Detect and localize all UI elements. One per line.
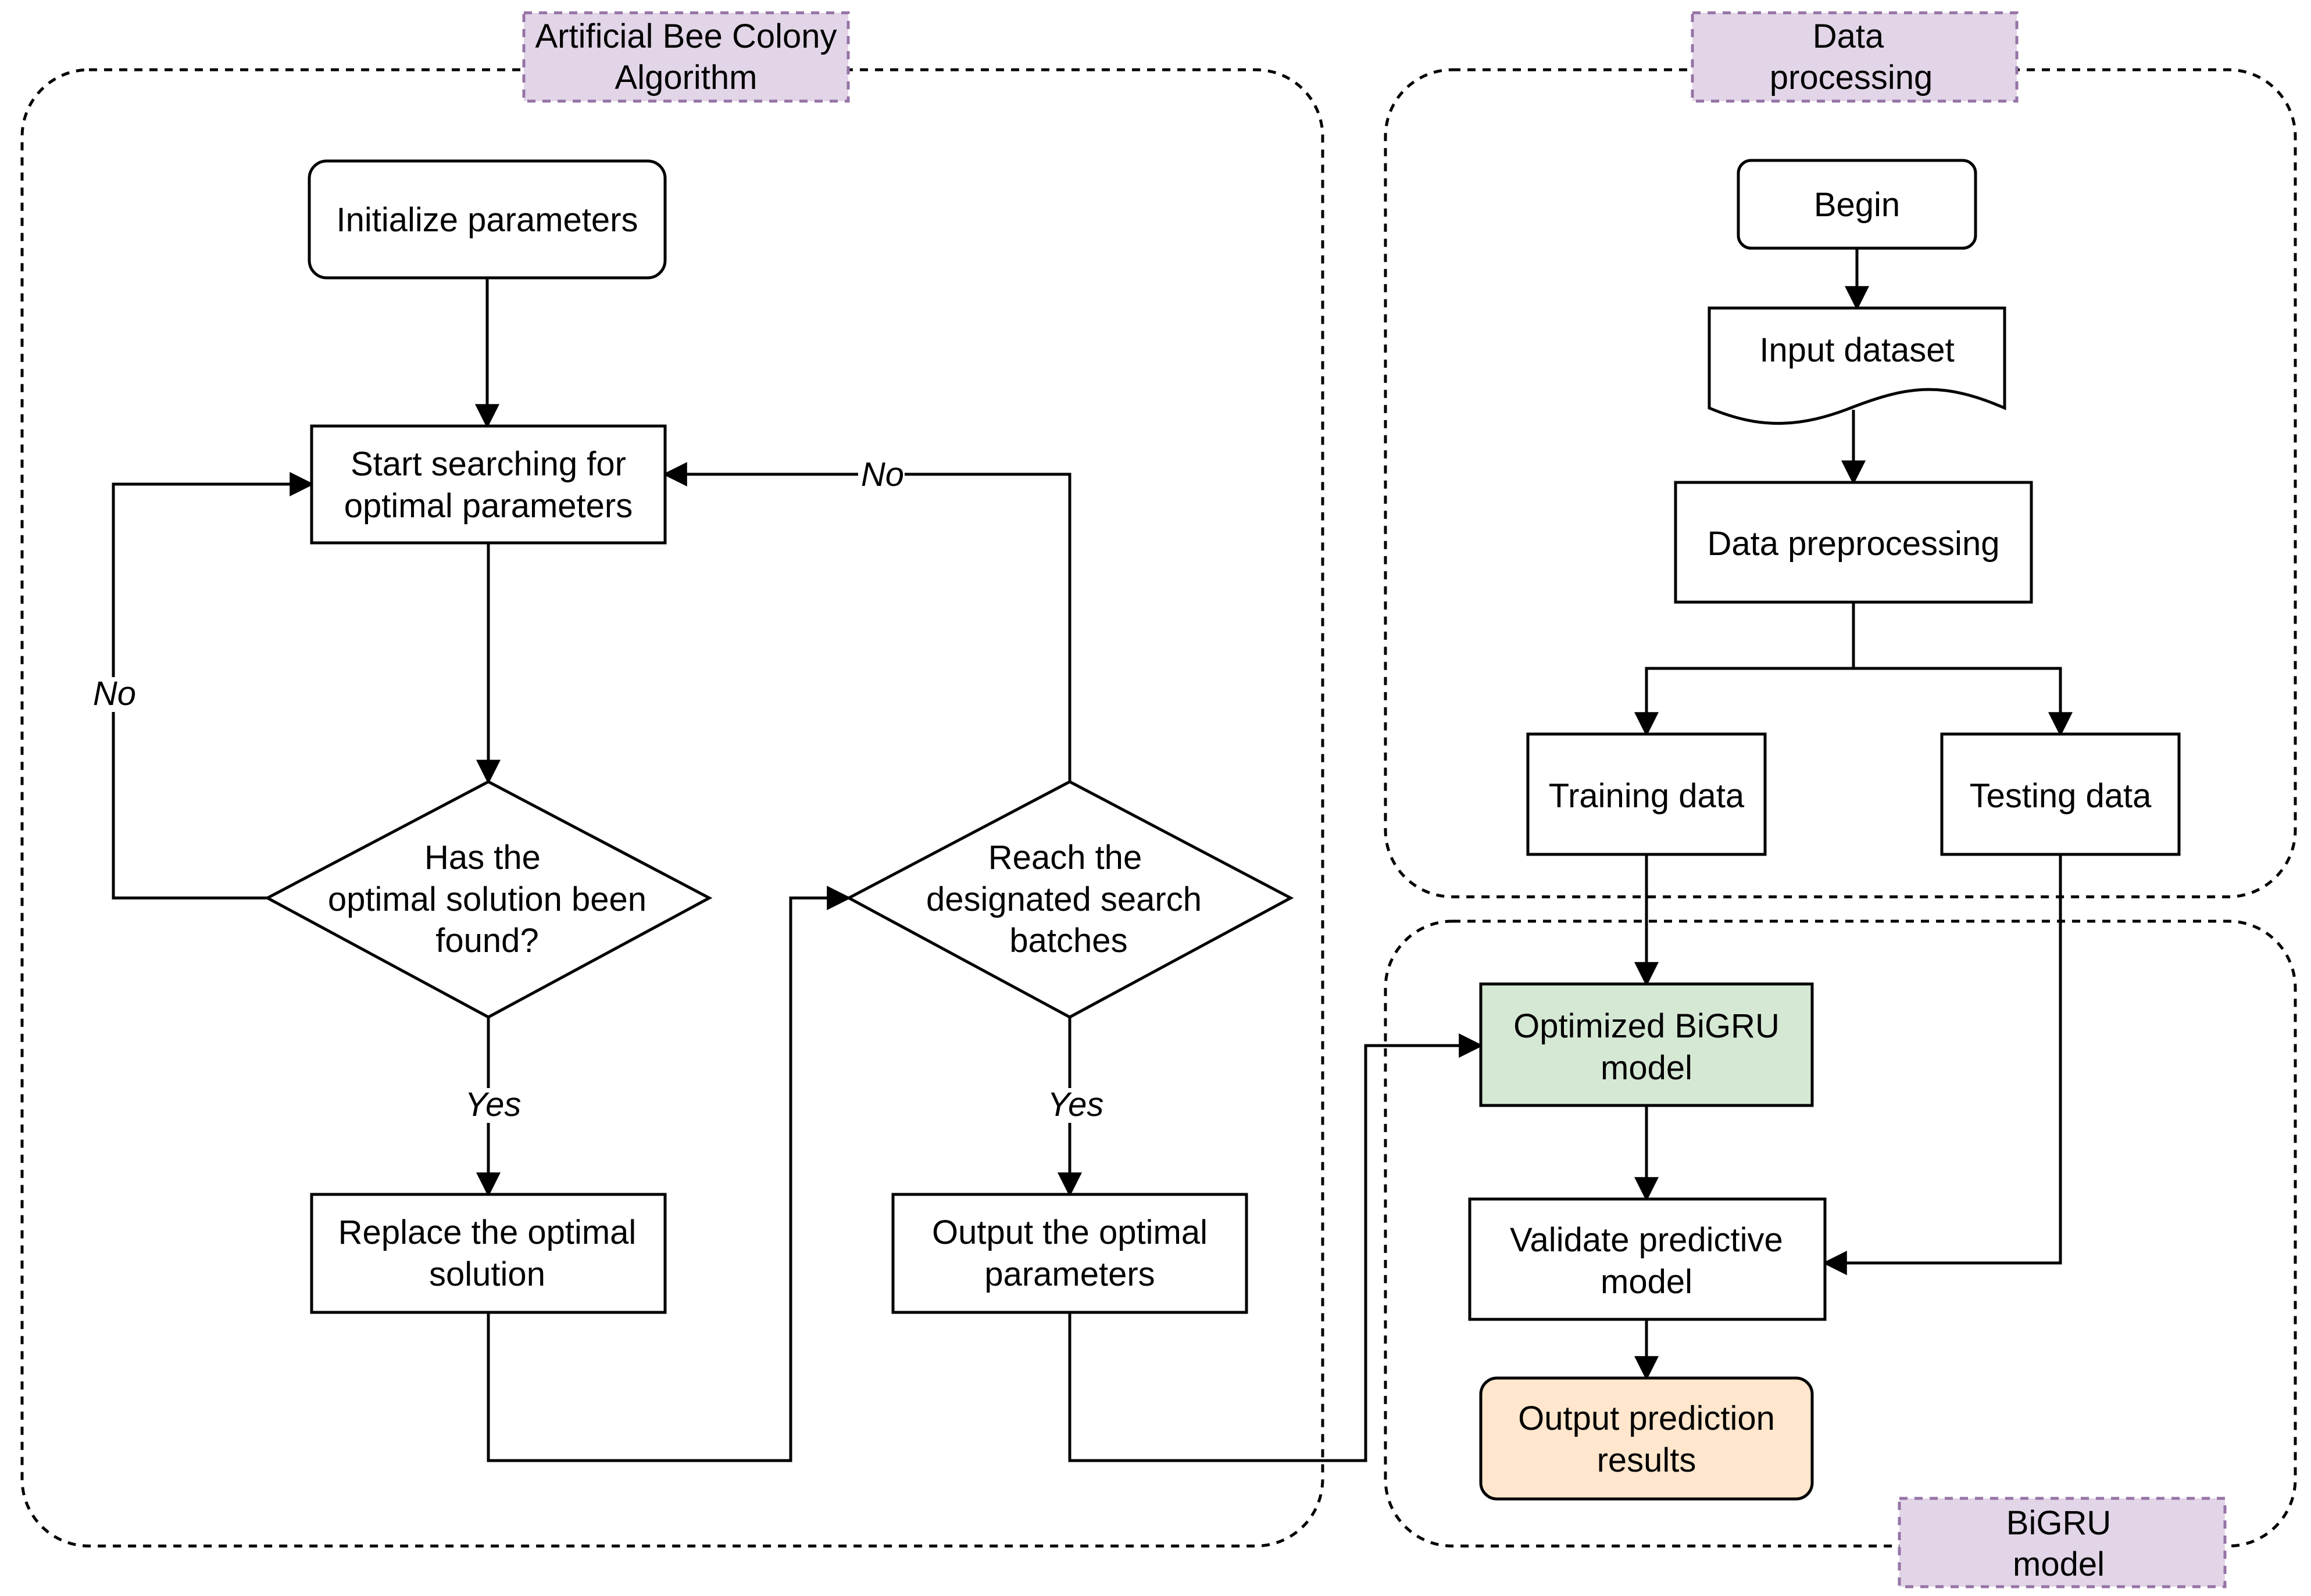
- edge-replace-to-reach-decision: [487, 886, 852, 1462]
- node-reach-decision: Reach the designated search batches: [845, 780, 1294, 1019]
- node-output-prediction: Output prediction results: [1479, 1376, 1814, 1501]
- abc-group-title: Artificial Bee Colony Algorithm: [522, 11, 850, 103]
- bigru-group-frame: [1384, 919, 2297, 1548]
- abc-group-title-line-1: Artificial Bee Colony: [535, 17, 837, 55]
- node-output-params-line-1: Output the optimal: [932, 1214, 1208, 1251]
- data-processing-group-title-line-1: Data: [1813, 17, 1884, 55]
- node-found-decision: Has the optimal solution been found?: [264, 780, 713, 1019]
- node-input-dataset-label: Input dataset: [1759, 331, 1954, 369]
- node-begin-label: Begin: [1814, 186, 1900, 224]
- node-optimized-line-2: model: [1601, 1049, 1692, 1087]
- edge-label-no-top: No: [861, 456, 904, 493]
- node-reach-decision-line-2: designated search: [926, 881, 1202, 918]
- node-replace-line-1: Replace the optimal: [338, 1214, 637, 1251]
- edge-label-no-left: No: [93, 675, 136, 713]
- node-data-preprocessing: Data preprocessing: [1674, 481, 2033, 604]
- yes-right-label-bg: [1044, 1088, 1102, 1123]
- data-processing-group-frame: [1384, 68, 2297, 899]
- edge-label-yes-left: Yes: [465, 1086, 522, 1123]
- node-optimized-bigru: Optimized BiGRU model: [1479, 982, 1814, 1107]
- node-validate-line-1: Validate predictive: [1510, 1221, 1783, 1259]
- data-processing-group-title: Data processing: [1691, 11, 2019, 103]
- data-processing-group-title-line-2: processing: [1770, 59, 1933, 96]
- node-begin: Begin: [1737, 159, 1977, 250]
- node-reach-decision-line-1: Reach the: [988, 839, 1142, 876]
- node-testing-label: Testing data: [1970, 777, 2152, 815]
- node-output-results-line-1: Output prediction: [1518, 1400, 1775, 1437]
- node-testing-data: Testing data: [1940, 732, 2181, 856]
- node-found-decision-line-1: Has the: [424, 839, 541, 876]
- no-top-label-bg: [858, 458, 905, 493]
- node-reach-decision-line-3: batches: [1009, 922, 1127, 960]
- edge-split-to-training: [1634, 667, 1853, 737]
- node-output-parameters: Output the optimal parameters: [891, 1193, 1248, 1314]
- edge-testing-to-validate: [1822, 854, 2062, 1275]
- node-initialize-parameters: Initialize parameters: [308, 159, 667, 280]
- abc-group-frame: [20, 68, 1324, 1548]
- node-preprocessing-label: Data preprocessing: [1708, 525, 2000, 563]
- node-output-params-line-2: parameters: [984, 1255, 1155, 1293]
- edge-output-params-to-optimized: [1068, 1033, 1484, 1462]
- node-initialize-label: Initialize parameters: [337, 201, 638, 239]
- edge-label-yes-right: Yes: [1048, 1086, 1104, 1123]
- edge-split-to-testing: [1853, 667, 2073, 737]
- node-training-data: Training data: [1526, 732, 1767, 856]
- node-validate-line-2: model: [1601, 1263, 1692, 1301]
- node-start-searching-line-2: optimal parameters: [344, 487, 633, 525]
- bigru-group-title: BiGRU model: [1898, 1497, 2227, 1588]
- edge-found-no-loop: [112, 472, 315, 900]
- edge-reach-no-to-search: [662, 462, 1071, 782]
- node-optimized-line-1: Optimized BiGRU: [1513, 1007, 1780, 1045]
- abc-group-title-line-2: Algorithm: [615, 59, 758, 96]
- node-replace-solution: Replace the optimal solution: [310, 1193, 667, 1314]
- node-output-results-line-2: results: [1597, 1441, 1696, 1479]
- bigru-group-title-line-2: model: [2013, 1545, 2105, 1583]
- node-start-searching-line-1: Start searching for: [351, 445, 626, 483]
- yes-left-label-bg: [462, 1088, 520, 1123]
- node-replace-line-2: solution: [429, 1255, 545, 1293]
- node-validate-model: Validate predictive model: [1468, 1197, 1827, 1321]
- bigru-group-title-line-1: BiGRU: [2006, 1504, 2111, 1542]
- node-start-searching: Start searching for optimal parameters: [310, 424, 667, 545]
- node-training-label: Training data: [1549, 777, 1745, 815]
- node-input-dataset: Input dataset: [1708, 306, 2006, 425]
- node-found-decision-line-2: optimal solution been: [328, 881, 646, 918]
- node-found-decision-line-3: found?: [435, 922, 538, 960]
- no-left-label-bg: [90, 677, 137, 712]
